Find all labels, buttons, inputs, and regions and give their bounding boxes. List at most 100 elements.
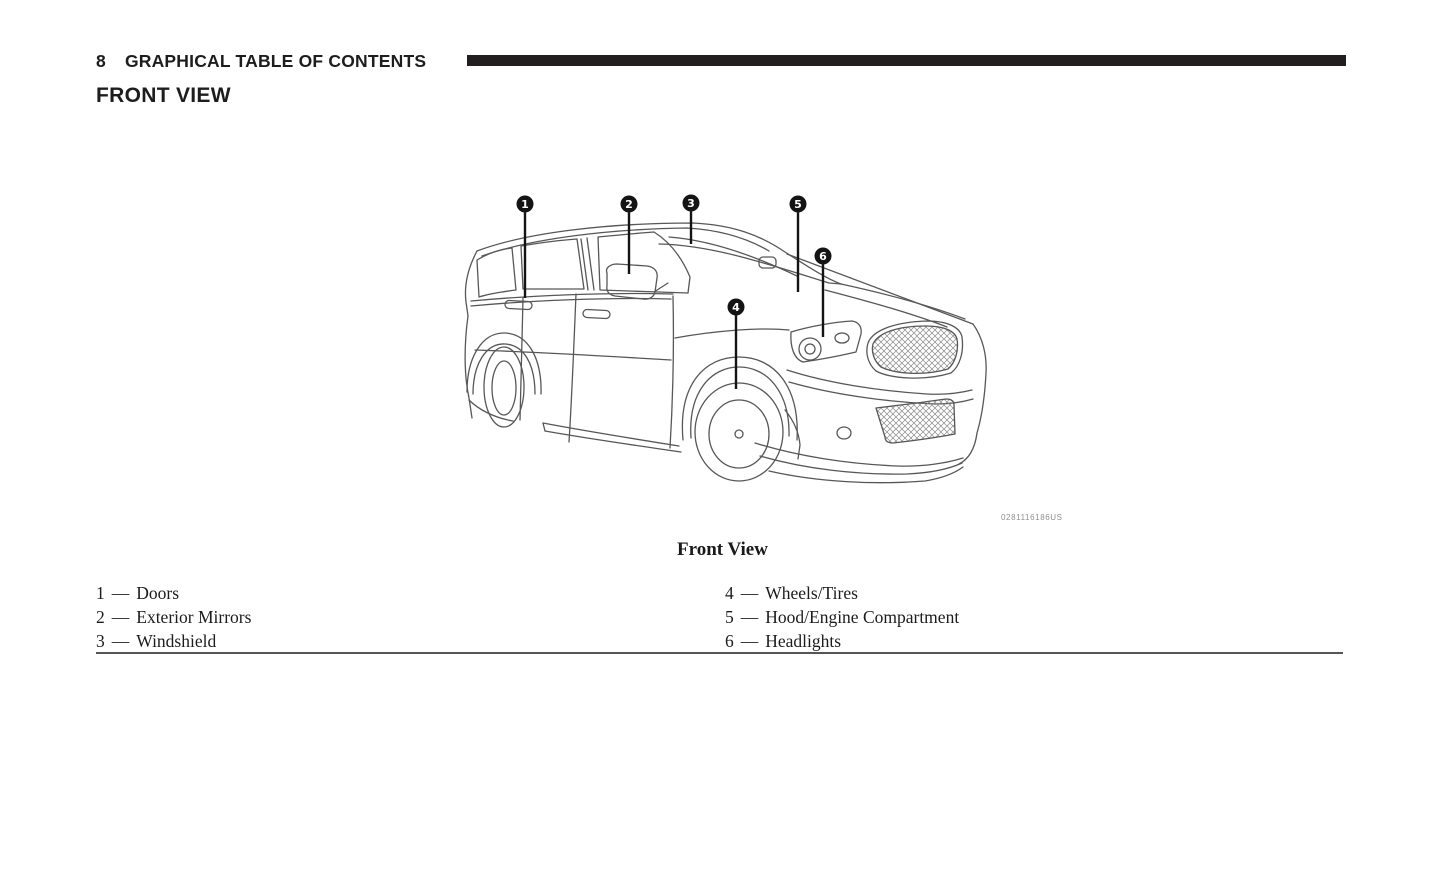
front-right-edge — [958, 323, 987, 465]
vehicle-figure: 1 2 3 5 6 4 — [464, 194, 987, 484]
figure-watermark: 0281116186US — [1001, 513, 1063, 522]
legend-dash: — — [111, 607, 130, 627]
page-title: FRONT VIEW — [96, 84, 231, 107]
front-rim — [708, 399, 770, 469]
headlight-bulb — [834, 332, 850, 344]
legend-num: 2 — [96, 607, 105, 627]
bumper-top-line — [786, 369, 973, 395]
bumper-lower-2 — [759, 455, 963, 475]
bumper-corner — [784, 409, 801, 460]
marker-num-3: 3 — [687, 197, 695, 210]
quarter-window — [476, 247, 517, 298]
callout-marker-1: 1 — [516, 195, 534, 213]
front-wheel-arch-outer — [681, 356, 798, 441]
door-seam-rear — [519, 297, 524, 421]
legend-label: Headlights — [765, 631, 842, 651]
legend-num: 4 — [725, 583, 734, 603]
rear-wheel-arch-outer — [466, 332, 542, 395]
callout-marker-2: 2 — [620, 195, 638, 213]
callout-marker-4: 4 — [727, 298, 745, 316]
door-seam-mid — [568, 293, 577, 443]
rocker-top — [542, 422, 680, 447]
front-tire — [694, 382, 784, 482]
front-door-window — [597, 231, 691, 294]
roof-line — [476, 222, 842, 285]
legend-num: 5 — [725, 607, 734, 627]
marker-circle-5 — [789, 195, 807, 213]
headlight-projector-outer — [798, 337, 822, 361]
marker-circle-4 — [727, 298, 745, 316]
hood-crease — [840, 283, 966, 320]
b-pillar-b — [586, 237, 595, 291]
marker-num-4: 4 — [732, 301, 740, 314]
legend-bottom-rule — [96, 652, 1343, 654]
beltline-1 — [470, 292, 674, 302]
mirror-arm — [653, 282, 669, 293]
legend-label: Hood/Engine Compartment — [765, 607, 960, 627]
legend-dash: — — [111, 631, 130, 651]
marker-circle-1 — [516, 195, 534, 213]
marker-circle-6 — [814, 247, 832, 265]
figure-caption: Front View — [677, 539, 768, 560]
far-hood-edge — [786, 253, 974, 325]
legend-num: 1 — [96, 583, 105, 603]
rear-edge — [464, 250, 478, 419]
legend-column-left: 1—Doors 2 — Exterior Mirrors 3 — Windshield — [96, 581, 251, 653]
headlight-projector-inner — [804, 343, 816, 355]
door-seam-front — [669, 295, 675, 449]
legend-item-doors: 1—Doors — [96, 581, 251, 605]
body-crease — [474, 349, 672, 361]
legend-label: Doors — [136, 583, 180, 603]
legend-num: 6 — [725, 631, 734, 651]
callout-markers: 1 2 3 5 6 4 — [516, 194, 832, 316]
legend-column-right: 4 — Wheels/Tires 5 — Hood/Engine Compartment… — [725, 581, 959, 653]
front-hub — [734, 429, 744, 439]
legend-dash: — — [740, 607, 759, 627]
page-header: 8 GRAPHICAL TABLE OF CONTENTS — [96, 51, 426, 72]
bumper-lower-1 — [754, 442, 964, 467]
marker-num-6: 6 — [819, 250, 827, 263]
callout-leaders — [523, 211, 825, 389]
legend-label: Exterior Mirrors — [136, 607, 252, 627]
marker-circle-2 — [620, 195, 638, 213]
grille-surround — [866, 320, 964, 379]
callout-marker-3: 3 — [682, 194, 700, 212]
hood-cut-line — [824, 289, 948, 328]
legend-item-windshield: 3 — Windshield — [96, 629, 251, 653]
headlight-outline — [790, 320, 862, 363]
legend-item-wheels-tires: 4 — Wheels/Tires — [725, 581, 959, 605]
front-wheel-arch-inner — [690, 366, 790, 439]
grille-mesh — [871, 325, 959, 375]
legend-dash: — — [740, 583, 759, 603]
rocker-bottom — [544, 430, 682, 453]
marker-num-2: 2 — [625, 198, 633, 211]
legend-item-headlights: 6 — Headlights — [725, 629, 959, 653]
vehicle-line-art — [464, 222, 987, 484]
rear-bumper-line — [468, 399, 514, 422]
legend-label: Windshield — [136, 631, 217, 651]
marker-circle-3 — [682, 194, 700, 212]
door-handle-front — [582, 308, 611, 320]
page-number: 8 — [96, 51, 106, 71]
b-pillar-a — [580, 238, 589, 291]
legend-dash: — — [740, 631, 759, 651]
far-mirror — [758, 256, 777, 269]
rear-door-window — [520, 238, 585, 290]
fog-light — [836, 426, 852, 440]
section-title: GRAPHICAL TABLE OF CONTENTS — [124, 51, 427, 71]
marker-num-1: 1 — [521, 198, 529, 211]
callout-marker-6: 6 — [814, 247, 832, 265]
beltline-2 — [470, 297, 672, 307]
lower-grille-mesh — [875, 398, 956, 444]
rocker-cap — [542, 422, 546, 432]
fender-line — [674, 328, 790, 339]
door-handle-rear — [504, 299, 533, 311]
bumper-bottom-edge — [768, 466, 964, 484]
legend-num: 3 — [96, 631, 105, 651]
windshield-base — [658, 243, 842, 285]
legend-item-exterior-mirrors: 2 — Exterior Mirrors — [96, 605, 251, 629]
rear-rim — [491, 360, 517, 416]
rear-tire — [483, 346, 525, 428]
legend-label: Wheels/Tires — [765, 583, 858, 603]
